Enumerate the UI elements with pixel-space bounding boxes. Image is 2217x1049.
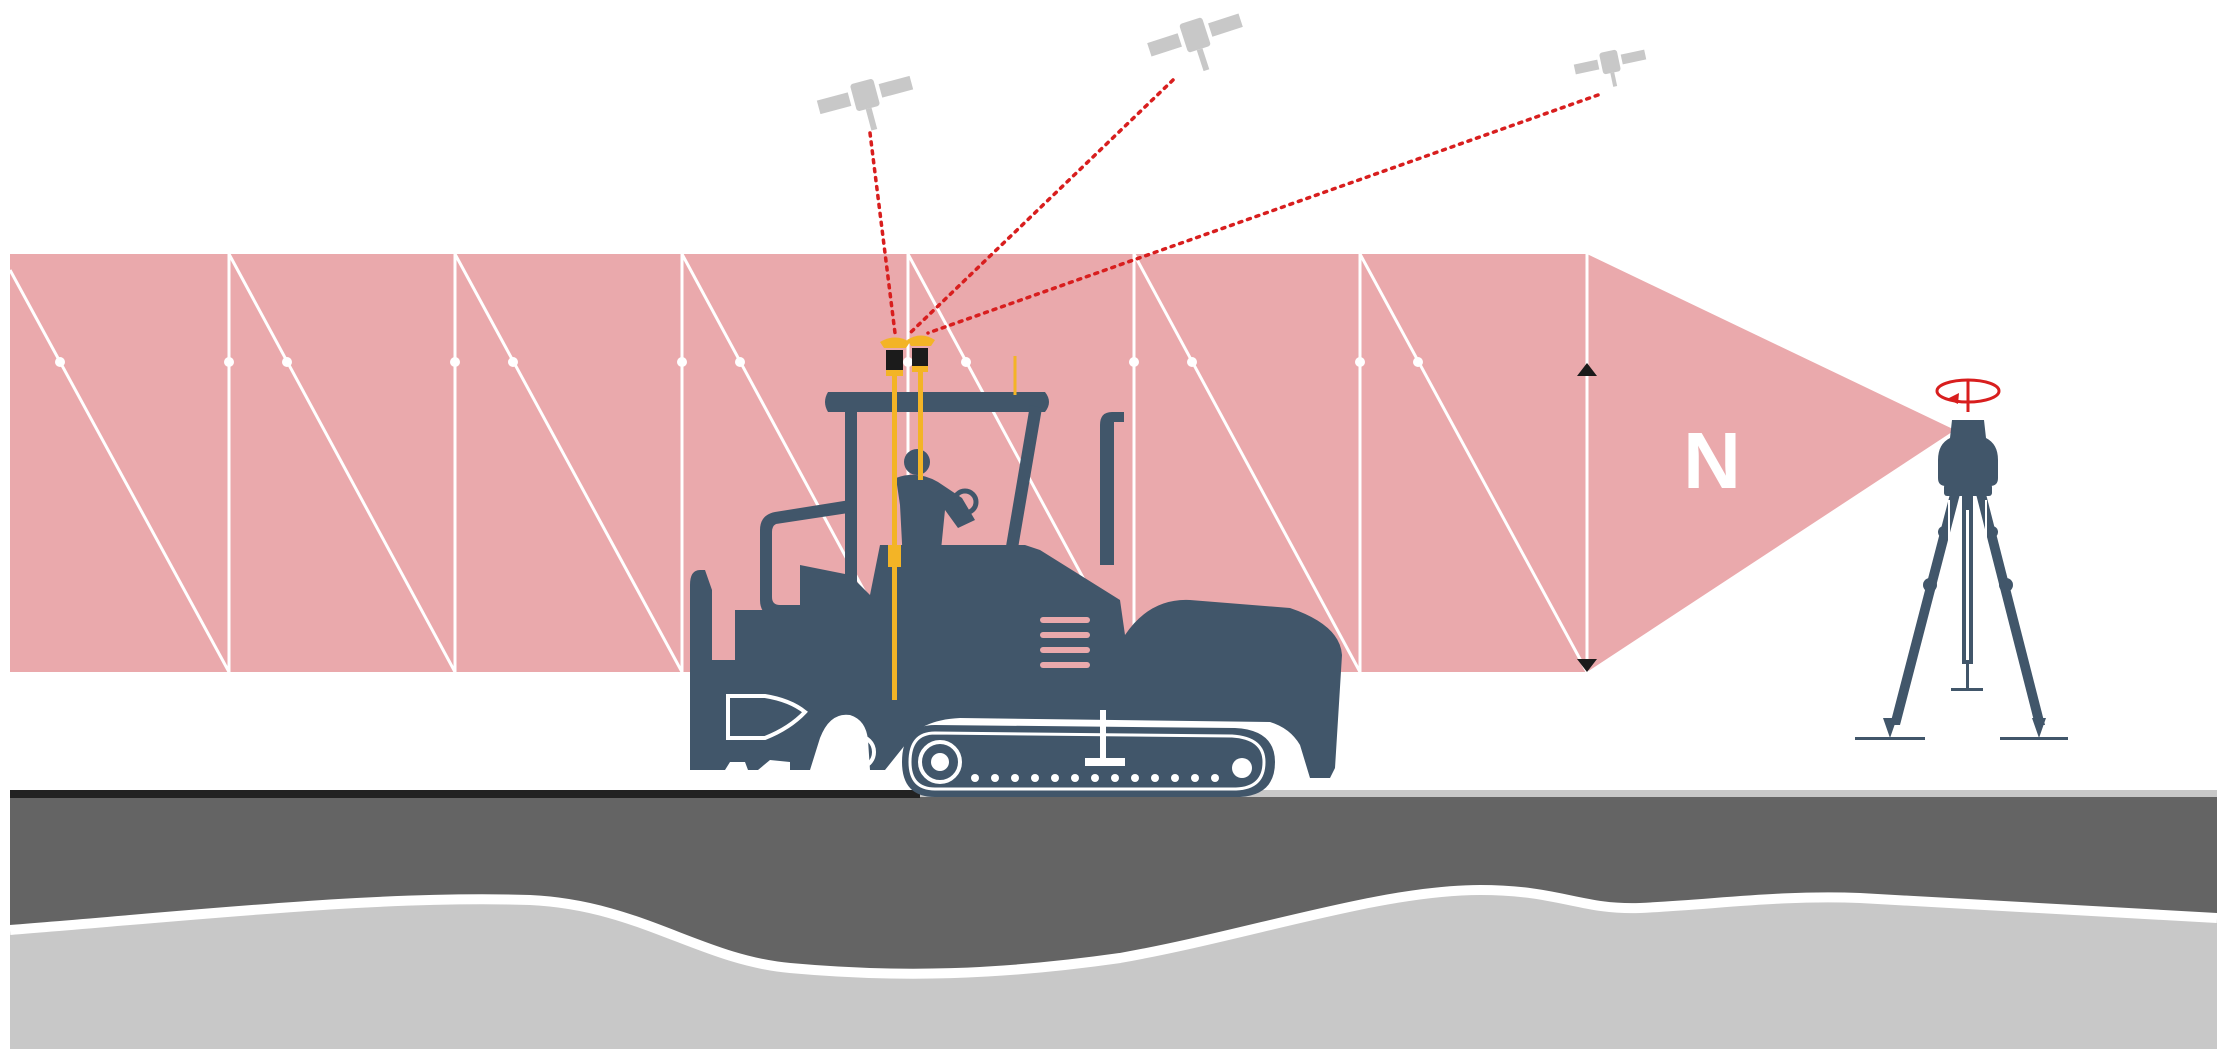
- tripod-leg-left: [1890, 494, 1960, 725]
- canopy-post-front: [845, 405, 857, 595]
- arrowhead-up-icon: [1577, 363, 1597, 376]
- ground-layers: [9, 790, 2217, 1049]
- antenna-pole-right: [918, 370, 923, 480]
- satellite-icon: [1147, 13, 1243, 72]
- exhaust-stack: [1100, 412, 1124, 565]
- paver-body: [690, 545, 1342, 778]
- signal-line-1: [868, 131, 897, 335]
- canopy-post-rear: [1004, 405, 1042, 560]
- asphalt-paver-icon: [690, 392, 1342, 797]
- vent-grille: [1040, 617, 1090, 668]
- layer-boundary-line: [9, 884, 2217, 979]
- operator-railing: [760, 500, 855, 617]
- rotation-indicator-icon: [1935, 378, 2001, 412]
- signal-line-2: [908, 78, 1175, 335]
- canopy-roof: [825, 392, 1049, 412]
- track-plate: [1085, 758, 1125, 766]
- laid-mat-surface: [10, 790, 920, 798]
- gnss-antenna-icon: [907, 335, 935, 372]
- satellite-icon: [1573, 49, 1647, 87]
- satellite-icon: [816, 75, 914, 131]
- arrowhead-down-icon: [1577, 659, 1597, 672]
- rotation-arrow-icon: [1947, 393, 1959, 404]
- front-wheel: [840, 734, 876, 770]
- instrument-head: [1938, 420, 1998, 486]
- zone-label: N: [1683, 416, 1741, 505]
- satellite-signals: [868, 78, 1600, 335]
- asphalt-layer: [10, 797, 2217, 974]
- gnss-antenna-icon: [880, 337, 910, 376]
- zone-grid-nodes: [55, 357, 1423, 367]
- operator-icon: [896, 449, 979, 562]
- tripod-leg-right: [1976, 494, 2045, 725]
- ground-marker-right: [2000, 737, 2068, 740]
- tripod-head: [1944, 484, 1992, 496]
- antenna-pole-left: [892, 370, 897, 700]
- gnss-antenna-mast: [880, 335, 1017, 700]
- signal-zone: N: [8, 253, 1955, 673]
- crawler-track: [902, 710, 1275, 797]
- track-idler-wheel: [1232, 758, 1252, 778]
- track-drive-wheel: [918, 740, 962, 784]
- zone-height-arrow: [1577, 363, 1597, 672]
- hopper-block: [726, 694, 808, 740]
- ground-marker-left: [1855, 737, 1925, 740]
- zone-band: [10, 254, 1955, 672]
- signal-line-3: [926, 93, 1600, 335]
- total-station-icon: [1855, 378, 2068, 740]
